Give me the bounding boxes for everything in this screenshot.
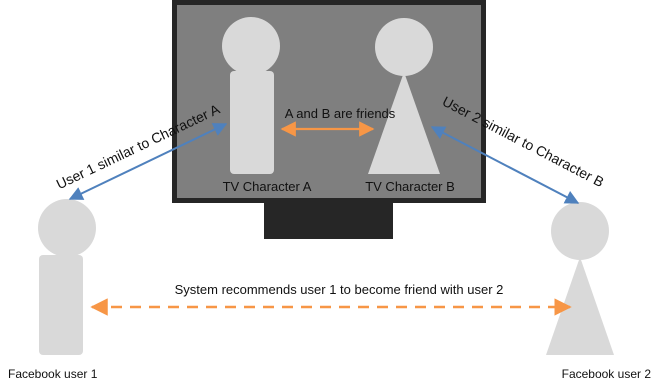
facebook-user-1-figure [38,199,96,355]
friendship-label: A and B are friends [285,106,396,121]
recommendation-label: System recommends user 1 to become frien… [175,282,504,297]
character-a-head-icon [222,17,280,75]
user-1-head-icon [38,199,96,257]
tv-character-b-figure [368,18,440,174]
tv-character-a-figure [222,17,280,174]
character-b-body-icon [368,72,440,174]
character-a-body-icon [230,71,274,174]
user-2-similarity-arrow [430,126,580,204]
user-2-body-icon [546,257,614,355]
user-1-similarity-arrow [68,123,228,200]
user-1-body-icon [39,255,83,355]
character-b-head-icon [375,18,433,76]
user-1-label: Facebook user 1 [8,367,98,381]
user-2-head-icon [551,202,609,260]
facebook-user-2-figure [546,202,614,355]
tv-stand [264,203,393,239]
user-2-label: Facebook user 2 [562,367,652,381]
character-a-label: TV Character A [223,179,312,194]
character-b-label: TV Character B [365,179,455,194]
